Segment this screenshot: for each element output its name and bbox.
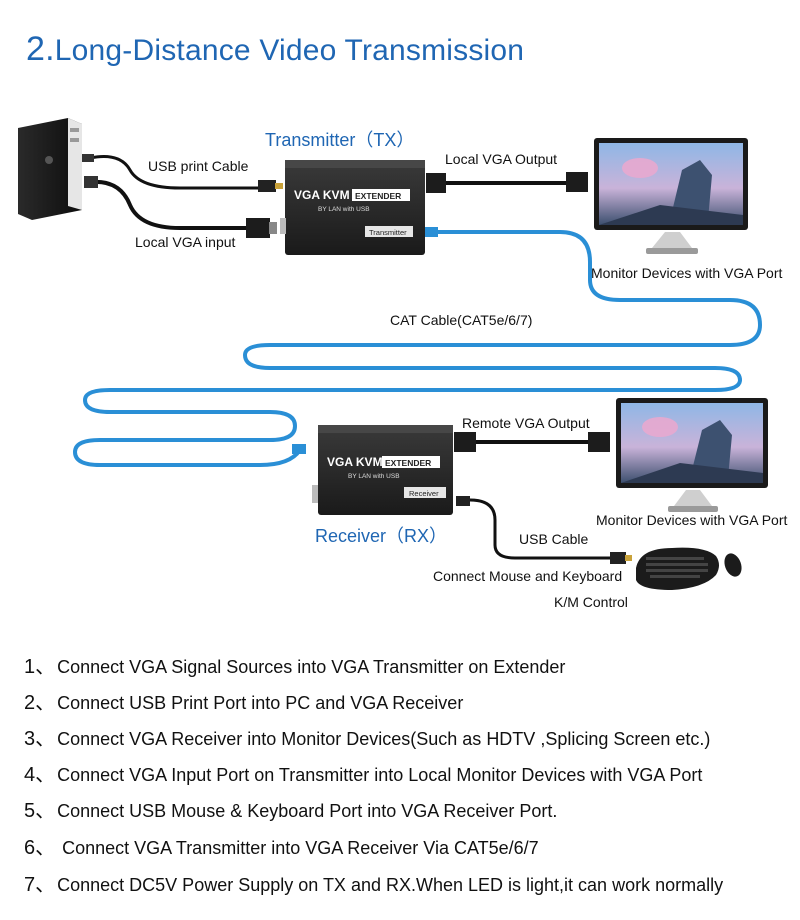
monitor-rx-icon: [616, 398, 768, 512]
label-usb-print-cable: USB print Cable: [148, 158, 249, 174]
tx-sub: BY LAN with USB: [318, 206, 370, 213]
label-local-vga-input: Local VGA input: [135, 234, 236, 250]
rx-sub: BY LAN with USB: [348, 473, 400, 480]
label-connect-km: Connect Mouse and Keyboard: [433, 568, 623, 584]
label-monitor-tx: Monitor Devices with VGA Port: [591, 265, 783, 281]
label-remote-vga-output: Remote VGA Output: [462, 415, 590, 431]
monitor-tx-icon: [594, 138, 748, 254]
label-local-vga-output: Local VGA Output: [445, 151, 558, 167]
label-cat-cable: CAT Cable(CAT5e/6/7): [390, 312, 533, 328]
rx-plate: Receiver: [409, 489, 439, 498]
label-usb-cable: USB Cable: [519, 531, 589, 547]
label-km-control: K/M Control: [554, 594, 628, 610]
rx-tag: EXTENDER: [385, 458, 431, 468]
receiver-device: VGA KVM EXTENDER BY LAN with USB Receive…: [312, 425, 453, 515]
connection-diagram: VGA KVM EXTENDER BY LAN with USB Transmi…: [18, 118, 768, 590]
keyboard-mouse-icon: [636, 547, 742, 590]
label-receiver: Receiver（RX）: [315, 526, 448, 546]
label-transmitter: Transmitter（TX）: [265, 130, 415, 150]
rx-brand: VGA KVM: [327, 455, 383, 469]
cat-plug-rx: [292, 444, 306, 454]
tx-tag: EXTENDER: [355, 191, 401, 201]
usb-km-cable: [469, 498, 612, 560]
step-item: 4、Connect VGA Input Port on Transmitter …: [24, 764, 703, 786]
transmitter-device: VGA KVM EXTENDER BY LAN with USB Transmi…: [280, 160, 425, 255]
page-title: 2.Long-Distance Video Transmission: [26, 30, 524, 69]
step-item: 1、Connect VGA Signal Sources into VGA Tr…: [24, 656, 566, 678]
tx-plate: Transmitter: [369, 228, 407, 237]
step-item: 5、Connect USB Mouse & Keyboard Port into…: [24, 800, 558, 822]
title-number: 2.: [26, 30, 55, 68]
cat-plug-tx: [424, 227, 438, 237]
pc-tower-icon: [18, 118, 82, 220]
step-item: 6、 Connect VGA Transmitter into VGA Rece…: [24, 837, 539, 859]
usb-print-cable: [89, 155, 265, 190]
step-item: 3、Connect VGA Receiver into Monitor Devi…: [24, 728, 711, 750]
tx-brand: VGA KVM: [294, 188, 350, 202]
title-text: Long-Distance Video Transmission: [54, 34, 525, 67]
label-monitor-rx: Monitor Devices with VGA Port: [596, 512, 788, 528]
step-item: 2、Connect USB Print Port into PC and VGA…: [24, 692, 464, 714]
step-item: 7、Connect DC5V Power Supply on TX and RX…: [24, 874, 724, 896]
local-vga-input-cable: [91, 179, 248, 230]
cat-cable: [72, 230, 763, 467]
